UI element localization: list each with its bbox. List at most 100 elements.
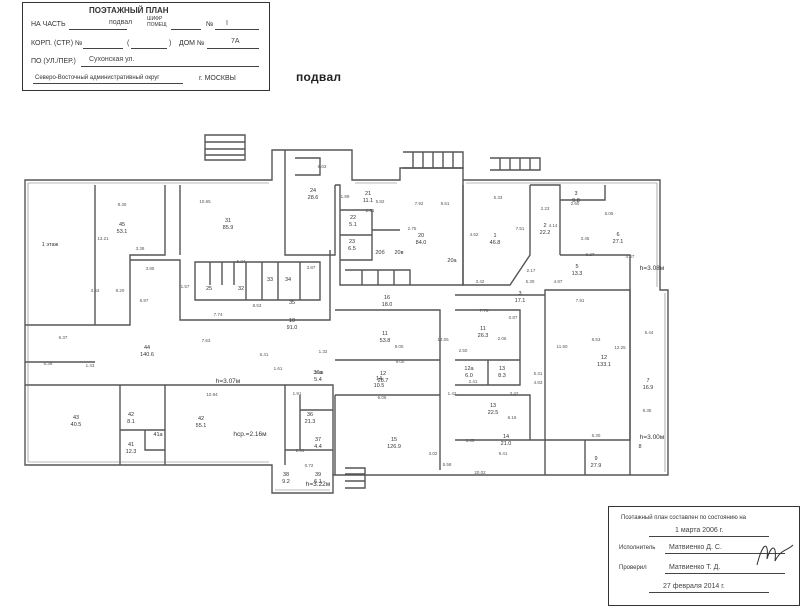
dimension-label: 5.41 [260,352,269,357]
district-underline [33,83,183,84]
dimension-label: 6.16 [508,415,517,420]
dimension-label: 9.00 [396,359,405,364]
room-area: 85.9 [223,225,234,231]
dom-label: ДОМ № [179,40,205,47]
dimension-label: 3.87 [307,265,316,270]
no-value: I [226,20,228,27]
room-number: 20б [375,250,384,256]
room-number: 12а [464,366,474,372]
room-number: 11 [480,326,486,332]
dimension-label: 6.85 [466,438,475,443]
dimension-label: 1.32 [319,349,328,354]
part-value: подвал [109,19,133,26]
room-number: 35 [289,300,295,306]
room-number: 31 [225,218,231,224]
dimension-label: 1.43 [86,363,95,368]
dimension-label: 3.02 [429,451,438,456]
room-number: 9 [594,456,597,462]
dimension-label: 8.61 [441,201,450,206]
dimension-label: 1.91 [293,391,302,396]
header-stamp: ПОЭТАЖНЫЙ ПЛАН НА ЧАСТЬ подвал ШИФР ПОМЕ… [22,2,270,91]
room-area: 27.1 [613,239,624,245]
room-number: 13 [490,403,496,409]
korp-label: КОРП. (СТР.) № [31,40,83,47]
room-numbers: 1 этаж4553.13185.92428.62111.1225.1236.5… [42,188,654,485]
room-number: 1 [493,233,496,239]
room-area: 10.5 [374,383,385,389]
ceiling-height-label: hср.=2.16м [233,431,267,438]
part-label: НА ЧАСТЬ [31,21,66,28]
room-area: 53.1 [117,229,128,235]
room-area: 11.1 [363,198,373,204]
room-number: 25 [206,286,212,292]
dimension-label: 5.58 [443,462,452,467]
dimension-label: 3.45 [581,236,590,241]
room-area: 46.8 [490,240,501,246]
room-number: 43 [73,415,79,421]
room-area: 84.0 [416,240,427,246]
executor-name: Матвиенко Д. С. [669,544,722,551]
checker-underline [665,573,785,574]
dimension-label: 4.14 [549,223,558,228]
room-area: 13.3 [572,271,583,277]
prepared-label: Поэтажный план составлен по состоянию на [621,515,747,521]
dimension-label: 1.61 [274,366,283,371]
dimension-label: 1.42 [448,391,457,396]
dimension-label: 12.25 [614,345,626,350]
ceiling-height-label: h=3.00м [640,434,665,441]
room-number: 42 [198,416,204,422]
dimension-label: 5.97 [140,298,149,303]
dimension-label: 2.60 [571,201,580,206]
dimension-label: 13.05 [437,337,449,342]
signature [756,544,794,566]
dimension-label: 8.30 [118,202,127,207]
room-number: 39 [315,472,321,478]
room-area: 22.5 [488,410,499,416]
dimension-label: 5.30 [526,279,535,284]
room-number: 11 [382,331,388,337]
room-area: 12.3 [126,449,137,455]
dimension-label: 10.65 [199,199,211,204]
part-underline [69,29,127,30]
korp-underline-2 [131,48,167,49]
dimension-label: 7.91 [576,298,585,303]
dimension-label: 13.21 [97,236,109,241]
dimension-label: 8.53 [253,303,262,308]
footer-stamp: Поэтажный план составлен по состоянию на… [608,506,800,606]
dimension-label: 7.51 [516,226,525,231]
room-area: 133.1 [597,362,611,368]
room-area: 91.0 [287,325,298,331]
room-number: 20а [447,258,457,264]
room-number: 23 [349,239,355,245]
room-area: 6.0 [465,373,473,379]
dimensions: 10.658.3013.213.383.633.858.205.977.748.… [44,164,654,475]
room-number: 2 [543,223,546,229]
room-number: 33 [267,277,273,283]
room-number: 7 [646,378,649,384]
korp-underline [83,48,123,49]
room-number: 10 [289,318,295,324]
dimension-label: 6.27 [586,252,595,257]
plan-walls [24,134,669,494]
state-date-underline [649,536,769,537]
room-number: 37 [315,437,321,443]
room-area: 5.4 [314,377,322,383]
room-number: 20в [394,250,403,256]
room-area: 4.4 [314,444,322,450]
room-area: 8.3 [498,373,506,379]
dimension-label: 0.87 [509,315,518,320]
state-date: 1 марта 2006 г. [675,527,724,534]
room-area: 5.1 [349,222,357,228]
room-number: 42 [128,412,134,418]
dimension-label: 1.89 [341,194,350,199]
ceiling-height-label: h=3.22м [306,481,331,488]
room-area: 53.8 [380,338,391,344]
street-value: Сухонская ул. [89,56,135,63]
dimension-label: 2.34 [296,448,305,453]
dom-underline [207,48,259,49]
city-text: г. МОСКВЫ [199,75,236,82]
dimension-label: 4.83 [534,380,543,385]
room-number: 41 [128,442,134,448]
room-number: 5 [575,264,578,270]
